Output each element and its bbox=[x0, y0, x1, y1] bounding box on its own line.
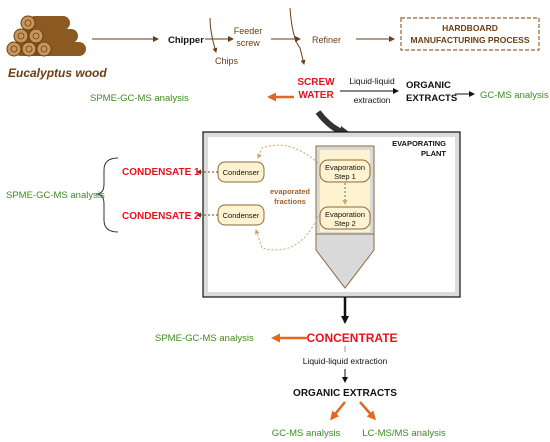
wood-logs-icon bbox=[6, 15, 86, 57]
screw-lle-line2: extraction bbox=[354, 95, 391, 105]
hardboard-label-line1: HARDBOARD bbox=[442, 23, 498, 33]
wood-label: Eucalyptus wood bbox=[8, 66, 107, 80]
fraction-arc-1 bbox=[257, 144, 319, 164]
condensate-1-label: CONDENSATE 1 bbox=[122, 167, 200, 178]
screw-gcms-label: GC-MS analysis bbox=[480, 90, 549, 101]
screw-organic-line1: ORGANIC bbox=[406, 80, 451, 91]
concentrate-gcms-label: GC-MS analysis bbox=[272, 428, 341, 439]
step2-line1: Evaporation bbox=[325, 210, 365, 219]
hardboard-label-line2: MANUFACTURING PROCESS bbox=[410, 35, 529, 45]
condensates-brace bbox=[95, 157, 119, 233]
evaporation-step-2-box bbox=[319, 206, 371, 230]
arrow-to-screw-water bbox=[289, 7, 306, 65]
fractions-line1: evaporated bbox=[270, 187, 310, 196]
chips-label: Chips bbox=[215, 56, 239, 66]
condensate-2-label: CONDENSATE 2 bbox=[122, 211, 200, 222]
concentrate-label: CONCENTRATE bbox=[306, 331, 397, 345]
feeder-label-line1: Feeder bbox=[234, 26, 263, 36]
step1-line2: Step 1 bbox=[334, 172, 356, 181]
evaporation-step-1-box bbox=[319, 159, 371, 183]
step2-line2: Step 2 bbox=[334, 219, 356, 228]
screw-organic-line2: EXTRACTS bbox=[406, 93, 457, 104]
plant-title-line1: EVAPORATING bbox=[392, 139, 446, 148]
concentrate-organic-label: ORGANIC EXTRACTS bbox=[293, 388, 397, 399]
feeder-label-line2: screw bbox=[236, 38, 260, 48]
condenser-2-label: Condenser bbox=[223, 211, 260, 220]
concentrate-lle-label: Liquid-liquid extraction bbox=[303, 356, 388, 366]
hardboard-box bbox=[400, 17, 540, 51]
step1-line1: Evaporation bbox=[325, 163, 365, 172]
chipper-label: Chipper bbox=[168, 35, 204, 46]
condensates-spme-label: SPME-GC-MS analysis bbox=[6, 190, 105, 201]
screw-lle-line1: Liquid-liquid bbox=[349, 76, 395, 86]
fractions-line2: fractions bbox=[274, 197, 306, 206]
screw-water-line2: WATER bbox=[298, 90, 334, 101]
plant-title-line2: PLANT bbox=[421, 149, 446, 158]
condenser-1-label: Condenser bbox=[223, 168, 260, 177]
fraction-arc-2 bbox=[254, 215, 319, 251]
arrow-chips-curve bbox=[209, 17, 218, 53]
screw-spme-label: SPME-GC-MS analysis bbox=[90, 93, 189, 104]
concentrate-spme-label: SPME-GC-MS analysis bbox=[155, 333, 254, 344]
arrow-organic-to-gcms-bottom bbox=[330, 401, 346, 421]
arrow-organic-to-lcms bbox=[359, 401, 376, 421]
concentrate-lcms-label: LC-MS/MS analysis bbox=[362, 428, 446, 439]
screw-water-line1: SCREW bbox=[297, 77, 335, 88]
refiner-label: Refiner bbox=[312, 35, 341, 45]
